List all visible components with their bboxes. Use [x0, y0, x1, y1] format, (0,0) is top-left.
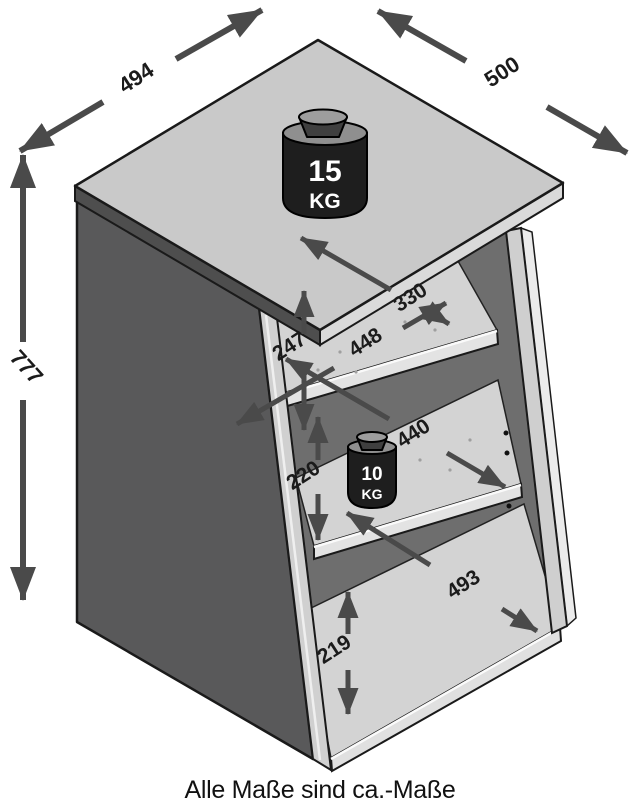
shelf-pin-holes — [503, 430, 512, 509]
weight-15kg-icon: 15 KG — [282, 108, 368, 220]
weight-10kg-unit: KG — [362, 486, 383, 502]
weight-10kg-value: 10 — [361, 464, 382, 485]
dim-height: 777 — [5, 154, 48, 601]
weight-15kg-unit: KG — [309, 190, 341, 213]
right-edge-strip — [504, 226, 577, 635]
caption-text: Alle Maße sind ca.-Maße — [185, 776, 456, 804]
dim-height-label: 777 — [5, 345, 48, 389]
middle-shelf — [295, 378, 524, 561]
cabinet-body: 15 KG 10 KG — [73, 38, 577, 773]
dim-top-depth-label: 500 — [480, 51, 524, 92]
weight-10kg-icon: 10 KG — [347, 431, 397, 510]
woodgrain-speckles — [316, 320, 437, 374]
dim-top-width-label: 494 — [114, 57, 159, 98]
weight-15kg-value: 15 — [308, 155, 341, 188]
